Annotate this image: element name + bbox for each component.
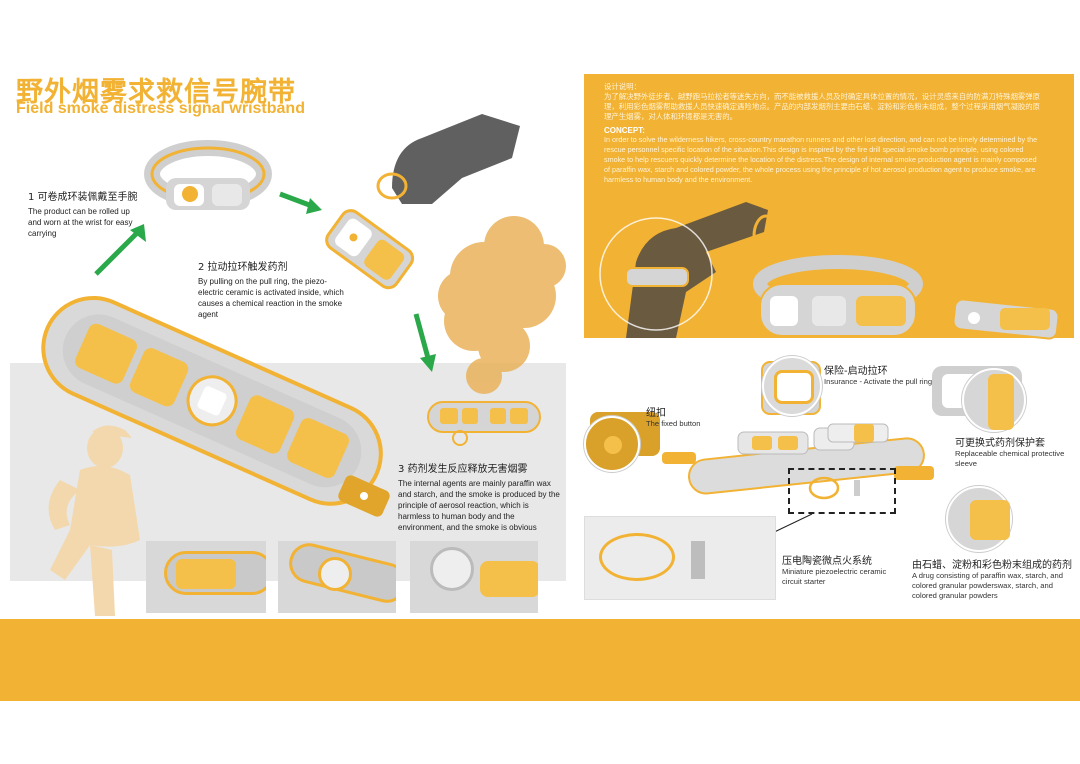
callout-insurance: 保险-启动拉环 Insurance - Activate the pull ri…	[824, 362, 974, 387]
step-1-zh: 1 可卷成环装佩戴至手腕	[28, 192, 138, 203]
step-2: 2 拉动拉环触发药剂 By pulling on the pull ring, …	[198, 258, 348, 320]
arrow-1	[94, 224, 146, 276]
step-3-en: The internal agents are mainly paraffin …	[398, 479, 560, 532]
panel-wristband-loop	[753, 255, 923, 337]
piezo-zoom-panel	[584, 516, 776, 600]
hand-pull-ring	[376, 114, 520, 204]
callout-drug-en: A drug consisting of paraffin wax, starc…	[912, 571, 1063, 600]
callout-button-en: The fixed button	[646, 419, 701, 428]
wristband-loop-illustration	[144, 140, 272, 210]
concept-text: 设计说明： 为了解决野外徒步者、越野跑马拉松者等迷失方向，而不能被救援人员及时确…	[604, 82, 1044, 185]
callout-insurance-en: Insurance - Activate the pull ring	[824, 377, 933, 386]
step-2-en: By pulling on the pull ring, the piezo-e…	[198, 277, 344, 319]
callout-sleeve-zh: 可更换式药剂保护套	[955, 438, 1045, 449]
detail-thumb-3	[410, 541, 538, 613]
bottom-band	[0, 619, 1080, 701]
callout-insurance-zh: 保险-启动拉环	[824, 366, 888, 377]
callout-piezo: 压电陶瓷微点火系统 Miniature piezoelectric cerami…	[782, 552, 902, 587]
step-3: 3 药剂发生反应释放无害烟雾 The internal agents are m…	[398, 460, 562, 533]
zoom-circle-sleeve	[962, 368, 1026, 432]
step-3-zh: 3 药剂发生反应释放无害烟雾	[398, 464, 528, 475]
detail-thumb-2	[278, 541, 396, 613]
title-zh: 野外烟雾求救信号腕带	[16, 77, 296, 108]
runner-silhouette	[48, 425, 140, 616]
callout-piezo-zh: 压电陶瓷微点火系统	[782, 556, 872, 567]
detail-thumb-1	[146, 541, 266, 613]
band-end-illustration	[952, 298, 1060, 340]
callout-sleeve-en: Replaceable chemical protective sleeve	[955, 449, 1065, 468]
smoke-cloud	[438, 216, 566, 394]
callout-sleeve: 可更换式药剂保护套 Replaceable chemical protectiv…	[955, 434, 1070, 469]
callout-drug-zh: 由石蜡、淀粉和彩色粉末组成的药剂	[912, 560, 1072, 571]
zoom-circle-button	[584, 416, 640, 472]
piezo-highlight-box	[788, 468, 896, 514]
arrow-2	[279, 191, 322, 214]
concept-en-body: In order to solve the wilderness hikers,…	[604, 135, 1038, 184]
callout-piezo-en: Miniature piezoelectric ceramic circuit …	[782, 567, 887, 586]
zoom-circle-drug	[946, 486, 1012, 552]
callout-drug: 由石蜡、淀粉和彩色粉末组成的药剂 A drug consisting of pa…	[912, 556, 1074, 601]
step-1: 1 可卷成环装佩戴至手腕 The product can be rolled u…	[28, 188, 138, 239]
smoke-wristband	[427, 401, 541, 446]
main-wristband-illustration	[41, 295, 390, 517]
callout-button: 纽扣 The fixed button	[646, 404, 746, 429]
zoom-circle-insurance	[762, 356, 822, 416]
concept-zh-head: 设计说明：	[604, 82, 641, 91]
arrow-3	[413, 313, 436, 372]
callout-button-zh: 纽扣	[646, 408, 666, 419]
concept-zh-body: 为了解决野外徒步者、越野跑马拉松者等迷失方向，而不能被救援人员及时确定具体位置的…	[604, 92, 1041, 121]
hand-wrist-illustration	[599, 202, 776, 338]
title-en: Field smoke distress signal wristband	[16, 100, 305, 117]
step-2-zh: 2 拉动拉环触发药剂	[198, 262, 288, 273]
concept-en-head: CONCEPT:	[604, 126, 645, 135]
step-1-en: The product can be rolled up and worn at…	[28, 207, 133, 238]
pull-ring-wristband	[325, 209, 415, 290]
